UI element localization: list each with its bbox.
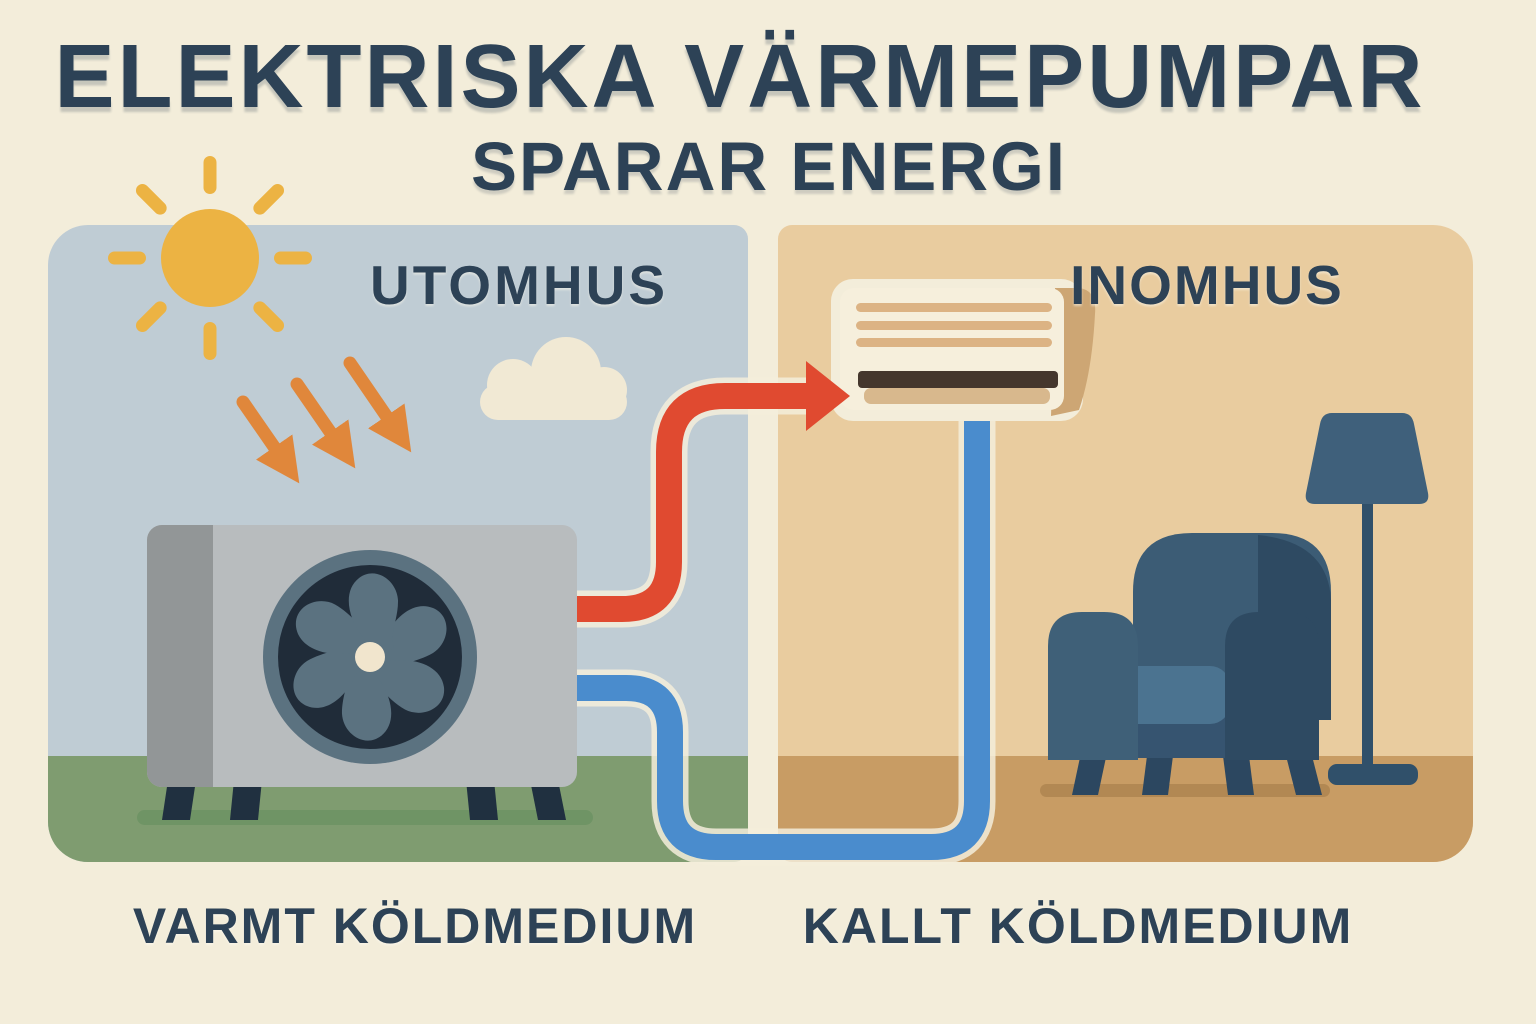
outdoor-panel: [48, 225, 748, 862]
page-subtitle: SPARAR ENERGI: [471, 128, 1067, 205]
cold-refrigerant-label: KALLT KÖLDMEDIUM: [802, 898, 1354, 954]
warm-refrigerant-label: VARMT KÖLDMEDIUM: [132, 898, 698, 954]
indoor-panel: [778, 225, 1473, 862]
indoor-panel-label: INOMHUS: [1070, 254, 1344, 316]
outdoor-panel-label: UTOMHUS: [369, 254, 669, 316]
indoor-floor: [778, 756, 1473, 862]
outdoor-ground: [48, 756, 748, 862]
page-title: ELEKTRISKA VÄRMEPUMPAR: [54, 27, 1426, 127]
